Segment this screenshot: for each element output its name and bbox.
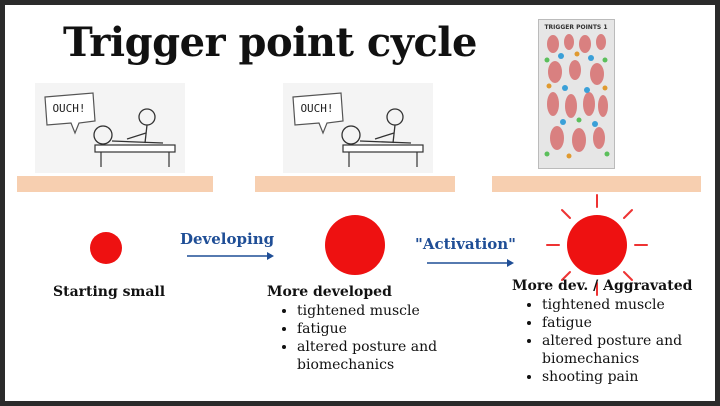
list-item: shooting pain xyxy=(542,368,710,386)
stage-bar-3 xyxy=(492,176,701,192)
list-item: altered posture and biomechanics xyxy=(297,338,457,374)
stage-label-aggravated: More dev. / Aggravated xyxy=(512,278,693,294)
list-item: tightened muscle xyxy=(297,302,457,320)
speech-bubble-text-1: OUCH! xyxy=(52,102,85,115)
list-item: tightened muscle xyxy=(542,296,710,314)
arrow-activation xyxy=(427,259,514,267)
trigger-points-poster: TRIGGER POINTS 1 xyxy=(538,19,615,169)
list-item: fatigue xyxy=(542,314,710,332)
list-item: altered posture and biomechanics xyxy=(542,332,710,368)
speech-bubble-text-2: OUCH! xyxy=(300,102,333,115)
stage-label-developed: More developed xyxy=(267,284,392,300)
patient-sketch-2: OUCH! xyxy=(283,83,433,173)
arrow-developing xyxy=(187,252,274,260)
stage-label-starting: Starting small xyxy=(53,284,166,300)
poster-image: TRIGGER POINTS 1 xyxy=(544,24,610,159)
arrow-label-activation: "Activation" xyxy=(415,235,517,253)
patient-sketch-1: OUCH! xyxy=(35,83,185,173)
stage-bar-1 xyxy=(17,176,213,192)
slide: Trigger point cycle OUCH! OUCH! TRIGGER … xyxy=(5,5,715,401)
aggravated-symptom-list: tightened muscle fatigue altered posture… xyxy=(524,296,710,386)
poster-title: TRIGGER POINTS 1 xyxy=(544,24,607,31)
trigger-point-aggravated xyxy=(546,194,648,296)
slide-title: Trigger point cycle xyxy=(63,19,477,66)
stage-bar-2 xyxy=(255,176,455,192)
developed-symptom-list: tightened muscle fatigue altered posture… xyxy=(279,302,457,374)
arrow-label-developing: Developing xyxy=(180,230,275,248)
list-item: fatigue xyxy=(297,320,457,338)
trigger-point-small xyxy=(90,232,122,264)
trigger-point-developed xyxy=(325,215,385,275)
